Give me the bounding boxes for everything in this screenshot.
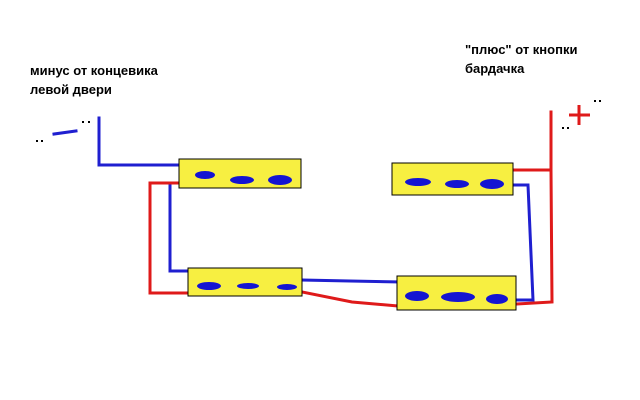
plus-label-line-1: "плюс" от кнопки — [465, 42, 578, 57]
red-wire-bottom-link — [300, 290, 400, 308]
blue-wire-door-lead — [97, 116, 184, 167]
blue-wire-right-bus — [510, 183, 535, 302]
blue-wire-bottom-link — [300, 278, 402, 284]
block-top-right — [391, 162, 514, 196]
plus-label-line-2: бардачка — [465, 61, 525, 76]
plus-wire-label: "плюс" от кнопки бардачка — [465, 40, 577, 78]
minus-label-line-1: минус от концевика — [30, 63, 158, 78]
blue-wire-break-left — [52, 129, 78, 136]
red-wires — [148, 110, 554, 308]
minus-label-line-2: левой двери — [30, 82, 112, 97]
block-bottom-right — [396, 275, 517, 311]
block-top-left — [178, 158, 302, 189]
red-wire-feed — [510, 110, 553, 172]
blue-wire-left-bus — [168, 181, 192, 273]
red-wire-left-loop — [148, 181, 192, 295]
red-wire-right-loop — [514, 168, 554, 306]
plus-sign-icon — [569, 105, 590, 125]
speck-marks — [36, 100, 601, 142]
block-bottom-left — [187, 267, 303, 297]
connector-blocks — [178, 158, 517, 311]
minus-wire-label: минус от концевика левой двери — [30, 61, 158, 99]
